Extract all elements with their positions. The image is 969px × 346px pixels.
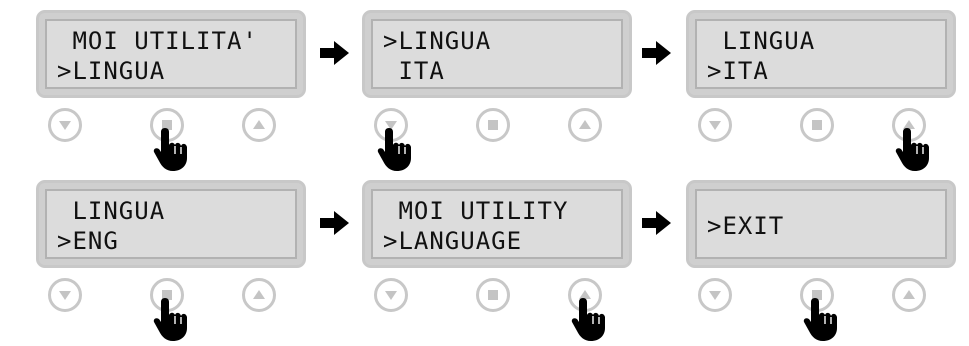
pointing-hand-icon <box>895 127 930 172</box>
pointing-hand-icon <box>153 127 188 172</box>
lcd-display: LINGUA >ITA <box>686 10 956 98</box>
lcd-screen: MOI UTILITA' >LINGUA <box>45 19 297 89</box>
triangle-down-icon <box>59 291 71 300</box>
down-button[interactable] <box>374 278 408 312</box>
triangle-down-icon <box>709 121 721 130</box>
up-button[interactable] <box>242 108 276 142</box>
ok-button[interactable] <box>476 108 510 142</box>
ok-button[interactable] <box>150 278 184 312</box>
up-button[interactable] <box>242 278 276 312</box>
step-panel-5: MOI UTILITY >LANGUAGE <box>362 180 632 342</box>
lcd-screen: LINGUA >ITA <box>695 19 947 89</box>
arrow-right-icon <box>320 41 349 65</box>
step-panel-1: MOI UTILITA' >LINGUA <box>36 10 306 172</box>
lcd-line-1: >LINGUA <box>383 27 492 55</box>
triangle-up-icon <box>903 290 915 299</box>
lcd-screen: >LINGUA ITA <box>371 19 623 89</box>
triangle-up-icon <box>579 120 591 129</box>
square-icon <box>812 290 822 300</box>
lcd-line-1: >EXIT <box>707 212 785 240</box>
ok-button[interactable] <box>800 108 834 142</box>
step-panel-3: LINGUA >ITA <box>686 10 956 172</box>
up-button[interactable] <box>568 108 602 142</box>
square-icon <box>162 120 172 130</box>
square-icon <box>162 290 172 300</box>
lcd-display: MOI UTILITA' >LINGUA <box>36 10 306 98</box>
pointing-hand-icon <box>153 297 188 342</box>
lcd-screen: LINGUA >ENG <box>45 189 297 259</box>
triangle-down-icon <box>59 121 71 130</box>
pointing-hand-icon <box>803 297 838 342</box>
lcd-display: >EXIT <box>686 180 956 268</box>
pointing-hand-icon <box>377 127 412 172</box>
lcd-display: LINGUA >ENG <box>36 180 306 268</box>
up-button[interactable] <box>892 278 926 312</box>
lcd-display: >LINGUA ITA <box>362 10 632 98</box>
arrow-right-icon <box>642 41 671 65</box>
lcd-line-1: MOI UTILITY <box>383 197 569 225</box>
ok-button[interactable] <box>476 278 510 312</box>
square-icon <box>488 120 498 130</box>
lcd-line-2: ITA <box>383 57 445 85</box>
lcd-line-2: >ENG <box>57 227 119 255</box>
lcd-line-1: MOI UTILITA' <box>57 27 258 55</box>
lcd-line-1: LINGUA <box>707 27 816 55</box>
triangle-down-icon <box>385 291 397 300</box>
triangle-down-icon <box>709 291 721 300</box>
lcd-line-2: >ITA <box>707 57 769 85</box>
lcd-screen: >EXIT <box>695 189 947 259</box>
square-icon <box>812 120 822 130</box>
down-button[interactable] <box>698 108 732 142</box>
triangle-up-icon <box>579 290 591 299</box>
triangle-up-icon <box>903 120 915 129</box>
pointing-hand-icon <box>571 297 606 342</box>
arrow-right-icon <box>320 211 349 235</box>
lcd-line-2: >LANGUAGE <box>383 227 523 255</box>
down-button[interactable] <box>48 278 82 312</box>
lcd-line-1: LINGUA <box>57 197 166 225</box>
triangle-up-icon <box>253 120 265 129</box>
lcd-line-2: >LINGUA <box>57 57 166 85</box>
triangle-up-icon <box>253 290 265 299</box>
step-panel-2: >LINGUA ITA <box>362 10 632 172</box>
square-icon <box>488 290 498 300</box>
lcd-screen: MOI UTILITY >LANGUAGE <box>371 189 623 259</box>
step-panel-6: >EXIT <box>686 180 956 342</box>
down-button[interactable] <box>48 108 82 142</box>
arrow-right-icon <box>642 211 671 235</box>
triangle-down-icon <box>385 121 397 130</box>
lcd-display: MOI UTILITY >LANGUAGE <box>362 180 632 268</box>
step-panel-4: LINGUA >ENG <box>36 180 306 342</box>
down-button[interactable] <box>698 278 732 312</box>
